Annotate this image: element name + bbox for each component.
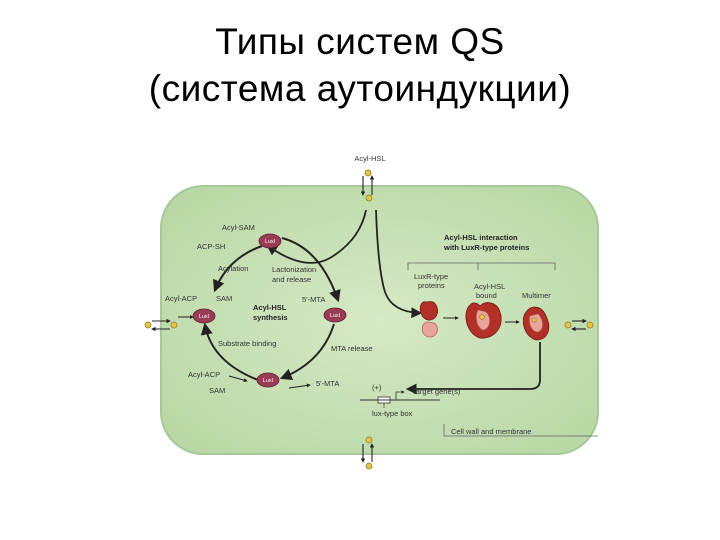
svg-text:LuxI: LuxI (330, 313, 341, 319)
five-mta-bottom-label: 5'-MTA (316, 379, 339, 388)
sam-bottom-label: SAM (209, 386, 225, 395)
panel-bracket (407, 262, 556, 270)
luxi-enzyme-top: LuxI (258, 233, 282, 249)
luxi-enzyme-bottom: LuxI (256, 372, 280, 388)
transcription-start-icon (395, 390, 405, 400)
signal-molecule-bottom-inner-icon (365, 436, 373, 444)
signal-molecule-top-icon (364, 169, 372, 177)
center-synthesis-label-1: Acyl-HSL (253, 303, 287, 312)
luxr-label-1: LuxR-type (414, 272, 448, 281)
signal-molecule-left-icon (144, 321, 152, 329)
signal-molecule-top-inner-icon (365, 194, 373, 202)
signal-entry-arrow (266, 209, 367, 264)
signal-molecule-bottom-icon (365, 462, 373, 470)
multimer-label: Multimer (522, 291, 551, 300)
signal-molecule-right-icon (586, 321, 594, 329)
acyl-acp-left-label: Acyl-ACP (165, 294, 197, 303)
luxr-label-2: proteins (418, 281, 445, 290)
sam-input-arrow (228, 375, 248, 383)
mta-release-label: MTA release (331, 344, 373, 353)
acyl-hsl-label: Acyl-HSL (474, 282, 505, 291)
sam-left-label: SAM (216, 294, 232, 303)
target-gene-label: Target gene(s) (412, 387, 461, 396)
activation-arrow (405, 342, 541, 395)
luxi-enzyme-right: LuxI (323, 307, 347, 323)
slide-title: Типы систем QS (система аутоиндукции) (0, 18, 720, 112)
panel-heading-1: Acyl-HSL interaction (444, 233, 518, 242)
acp-sh-label: ACP-SH (197, 242, 225, 251)
panel-heading-2: with LuxR-type proteins (443, 243, 529, 252)
signal-molecule-right-inner-icon (564, 321, 572, 329)
acylation-label: Acylation (218, 264, 248, 273)
lactonization-label-1: Lactonization (272, 265, 316, 274)
luxi-enzyme-left: LuxI (192, 308, 216, 324)
acyl-sam-label: Acyl-SAM (222, 223, 255, 232)
lactonization-label-2: and release (272, 275, 311, 284)
luxr-multimer-icon (522, 306, 550, 341)
acyl-acp-bottom-label: Acyl-ACP (188, 370, 220, 379)
signal-molecule-left-inner-icon (170, 321, 178, 329)
luxr-protein-free-icon (419, 301, 438, 338)
svg-text:LuxI: LuxI (199, 314, 210, 320)
center-synthesis-label-2: synthesis (253, 313, 288, 322)
title-line-2: (система аутоиндукции) (148, 68, 572, 109)
bound-label: bound (476, 291, 497, 300)
top-acyl-hsl-label: Acyl-HSL (354, 154, 385, 163)
plus-label: (+) (372, 383, 382, 392)
cycle-arrow-acylation (213, 245, 263, 293)
lux-box-label: lux-type box (372, 409, 413, 418)
mta-output-arrow (288, 383, 311, 389)
cycle-arrow-lactonization (281, 237, 341, 303)
substrate-binding-label: Substrate binding (218, 339, 276, 348)
cycle-arrow-mta-release (279, 323, 335, 381)
five-mta-top-label: 5'-MTA (302, 295, 325, 304)
luxr-protein-bound-icon (465, 302, 502, 339)
cycle-arrow-substrate-binding (200, 322, 259, 381)
title-line-1: Типы систем QS (215, 21, 505, 62)
cell-wall-pointer (443, 424, 598, 437)
svg-text:LuxI: LuxI (265, 239, 276, 245)
svg-text:LuxI: LuxI (263, 378, 274, 384)
signal-to-receptor-arrow (375, 209, 423, 319)
cell-wall-label: Cell wall and membrane (451, 427, 531, 436)
